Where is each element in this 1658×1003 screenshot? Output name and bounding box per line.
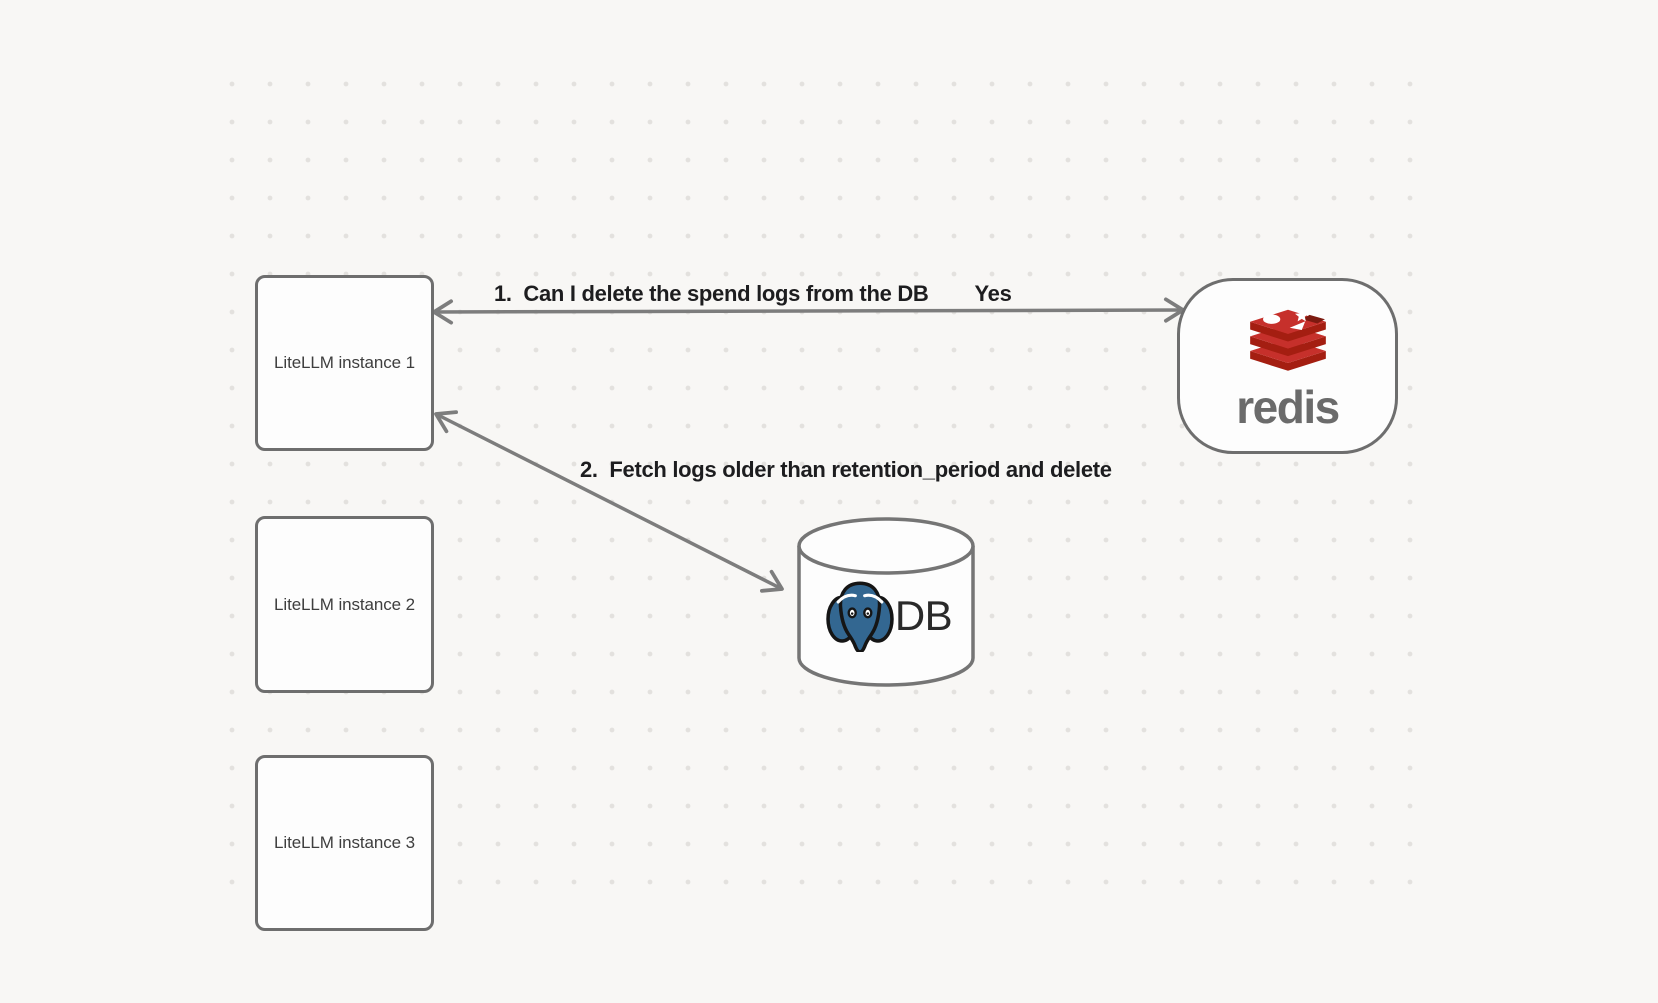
edge-1-label: 1. Can I delete the spend logs from the … [494, 281, 929, 306]
redis-logo-icon [1249, 308, 1326, 371]
node-litellm-instance-2-label: LiteLLM instance 2 [274, 594, 415, 614]
redis-wordmark: redis [1236, 381, 1340, 433]
node-database[interactable]: DB [796, 516, 977, 691]
node-litellm-instance-3-label: LiteLLM instance 3 [274, 833, 415, 852]
edge-fetch-and-delete[interactable] [434, 410, 784, 593]
node-litellm-instance-1[interactable]: LiteLLM instance 1 [255, 275, 434, 451]
database-content: DB [804, 576, 969, 656]
node-litellm-instance-1-label: LiteLLM instance 1 [274, 353, 415, 372]
postgresql-elephant-icon [826, 581, 894, 652]
node-litellm-instance-3[interactable]: LiteLLM instance 3 [255, 755, 434, 931]
node-litellm-instance-2[interactable]: LiteLLM instance 2 [255, 516, 434, 693]
edge-2-label: 2. Fetch logs older than retention_perio… [580, 457, 1112, 482]
edge-1-label-row: 1. Can I delete the spend logs from the … [494, 281, 1012, 306]
database-label: DB [894, 592, 953, 639]
edge-1-response-label: Yes [974, 281, 1012, 306]
node-redis[interactable]: redis [1177, 278, 1398, 454]
edge-spend-logs-question[interactable] [432, 297, 1185, 325]
